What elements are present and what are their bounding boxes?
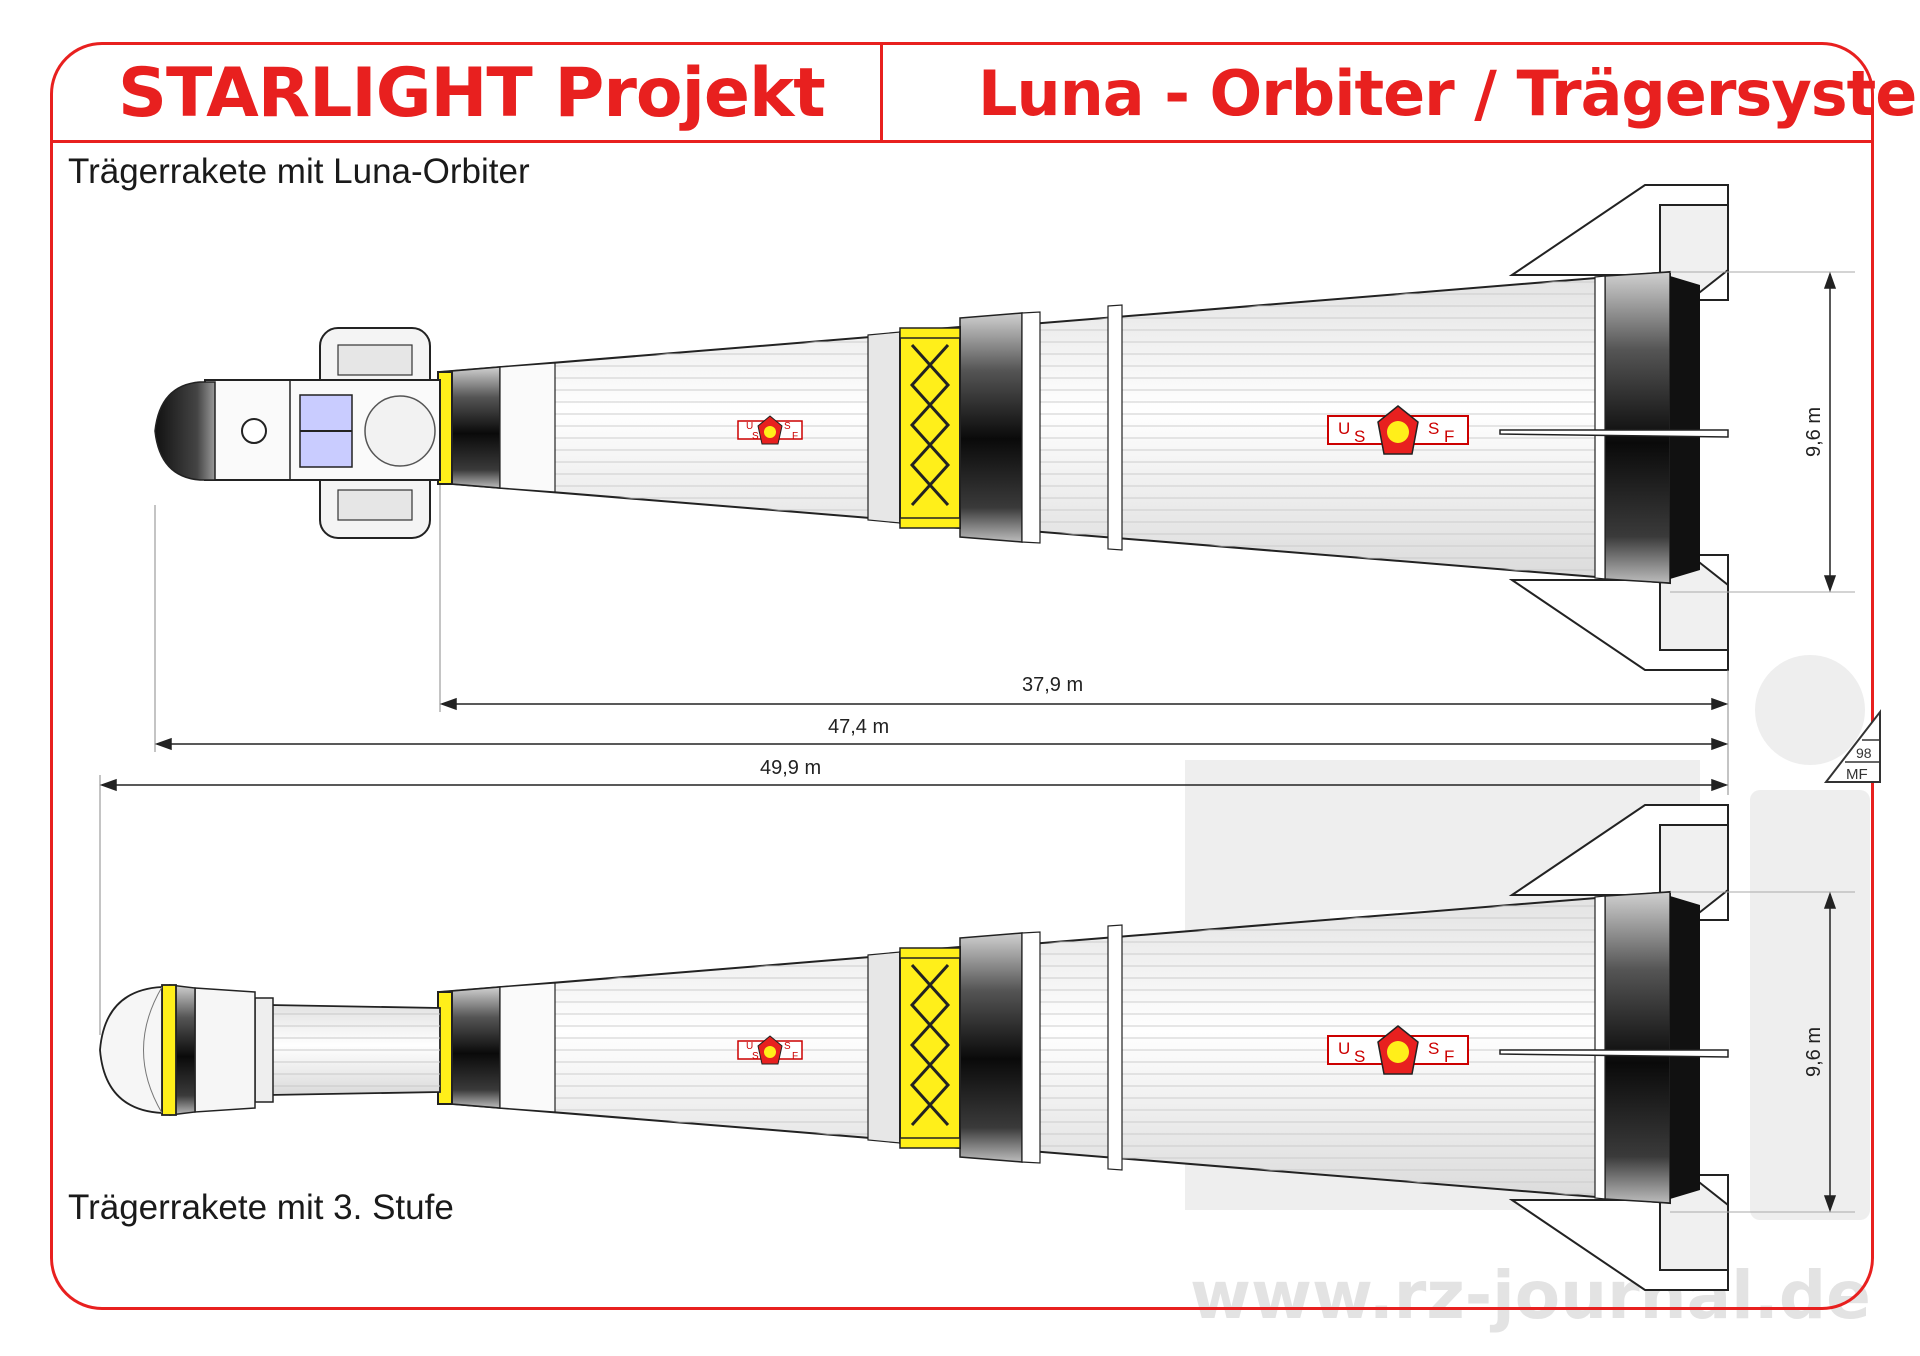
svg-text:U: U: [746, 421, 753, 432]
svg-text:U: U: [746, 1041, 753, 1052]
dimension-lines: [99, 271, 1855, 1213]
svg-text:S: S: [1354, 427, 1365, 446]
svg-text:S: S: [1354, 1047, 1365, 1066]
dimension-label-diameter-bottom: 9,6 m: [1803, 1027, 1825, 1077]
engine-section: [1604, 891, 1671, 1204]
tail-fin: [1508, 804, 1729, 1291]
ussf-insignia: U S S F: [1327, 405, 1469, 455]
svg-text:S: S: [752, 1051, 759, 1062]
svg-text:S: S: [784, 421, 791, 432]
caption-orbiter-config: Trägerrakete mit Luna-Orbiter: [68, 152, 530, 191]
third-stage: [99, 984, 441, 1116]
svg-text:U: U: [1338, 1039, 1350, 1058]
svg-text:S: S: [1428, 419, 1439, 438]
header-separator: [880, 44, 883, 142]
rocket-with-third-stage: U S S F U S S F: [99, 804, 1729, 1291]
ussf-insignia: U S S F: [1327, 1025, 1469, 1075]
ussf-insignia: U S S F: [737, 415, 803, 445]
svg-text:F: F: [792, 1051, 798, 1062]
project-title: STARLIGHT Projekt: [118, 54, 826, 133]
dimension-label-diameter-top: 9,6 m: [1803, 407, 1825, 457]
dimension-label-booster-length: 37,9 m: [1022, 674, 1083, 696]
luna-orbiter: [154, 327, 441, 539]
svg-text:S: S: [1428, 1039, 1439, 1058]
svg-text:U: U: [1338, 419, 1350, 438]
interstage-truss: [899, 945, 961, 1150]
tail-fin: [1508, 184, 1729, 671]
watermark-url: www.rz-journal.de: [1190, 1257, 1871, 1334]
sheet-title: Luna - Orbiter / Trägersystem: [978, 57, 1920, 130]
engine-section: [1604, 271, 1671, 584]
svg-text:F: F: [792, 431, 798, 442]
svg-text:S: S: [784, 1041, 791, 1052]
dimension-label-third-stage-length: 49,9 m: [760, 757, 821, 779]
header-divider: [52, 140, 1872, 143]
caption-third-stage-config: Trägerrakete mit 3. Stufe: [68, 1188, 454, 1227]
svg-text:S: S: [752, 431, 759, 442]
svg-text:MF: MF: [1846, 766, 1868, 783]
author-stamp: 98 MF: [1823, 709, 1881, 783]
svg-text:98: 98: [1856, 745, 1872, 761]
dimension-label-orbiter-length: 47,4 m: [828, 716, 889, 738]
svg-text:F: F: [1444, 427, 1454, 446]
rocket-with-orbiter: U S S F U S S F: [154, 184, 1729, 671]
hatch-icon: [241, 418, 267, 444]
interstage-truss: [899, 325, 961, 530]
svg-text:F: F: [1444, 1047, 1454, 1066]
sheet-frame: [50, 42, 1874, 1310]
ussf-insignia: U S S F: [737, 1035, 803, 1065]
